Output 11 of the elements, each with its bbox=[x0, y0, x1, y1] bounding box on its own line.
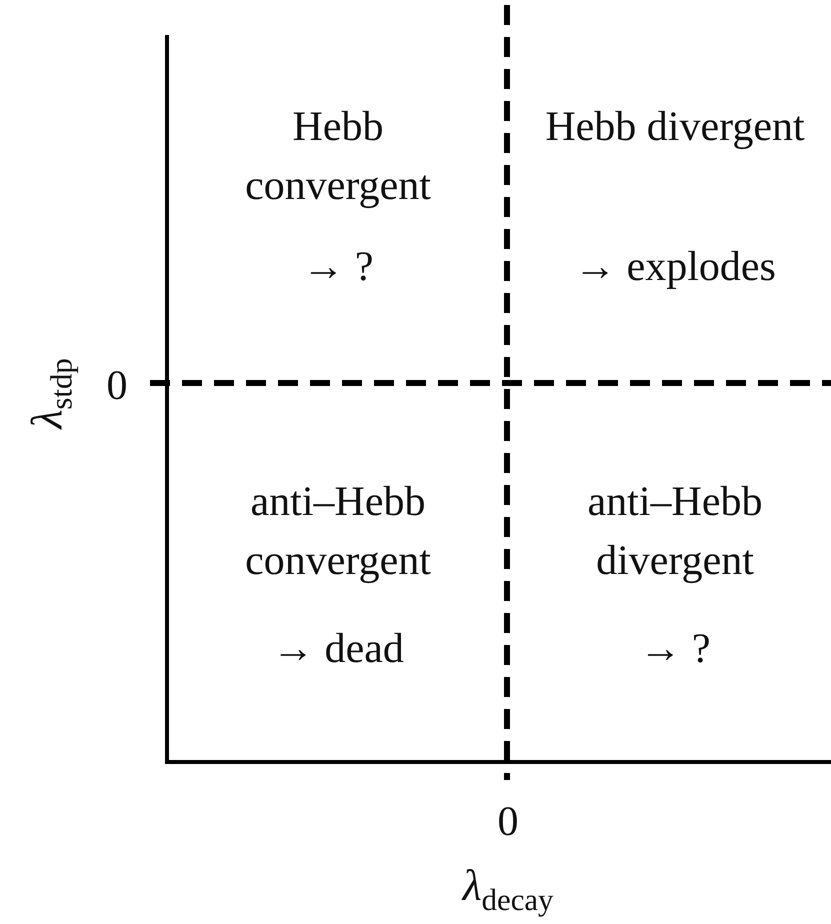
quadrant-label: → dead bbox=[271, 625, 405, 674]
tick-label: 0 bbox=[106, 362, 128, 411]
quadrant-label: → ? bbox=[301, 243, 375, 292]
quadrant-label: Hebb divergent bbox=[544, 103, 806, 152]
quadrant-label: → ? bbox=[638, 625, 712, 674]
quadrant-label: anti–Hebb convergent bbox=[244, 478, 432, 586]
quadrant-label: → explodes bbox=[573, 243, 777, 292]
axis-label: λ$_{decay}$ bbox=[460, 860, 554, 919]
quadrant-label: anti–Hebb divergent bbox=[586, 478, 764, 586]
quadrant-label: Hebb convergent bbox=[244, 103, 432, 211]
tick-label: 0 bbox=[496, 798, 520, 847]
